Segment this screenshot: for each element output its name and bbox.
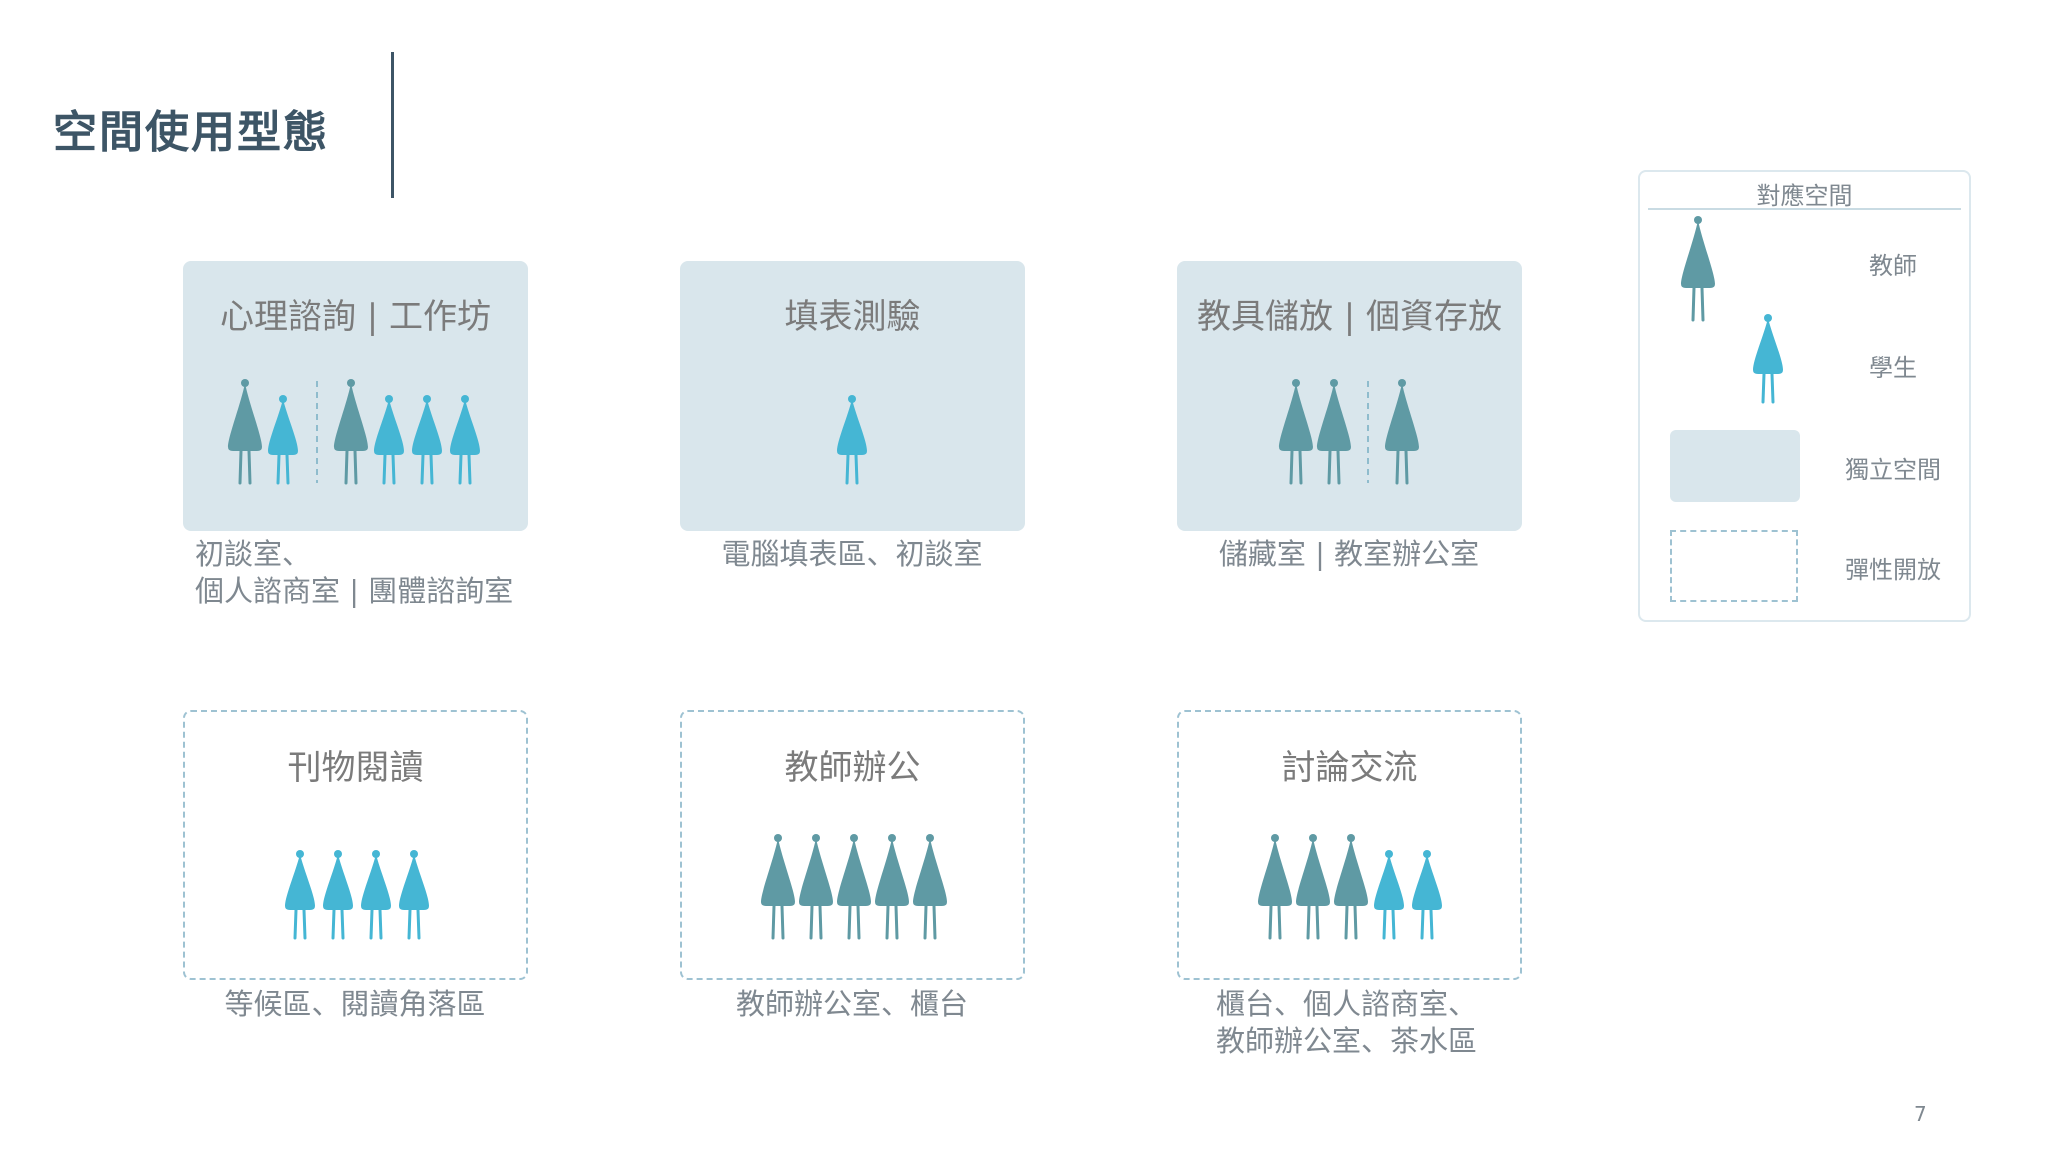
teacher-icon xyxy=(799,834,833,940)
student-icon xyxy=(374,395,404,485)
title-divider xyxy=(391,52,394,198)
student-icon xyxy=(1374,850,1404,940)
student-icon xyxy=(1412,850,1442,940)
student-icon xyxy=(450,395,480,485)
caption-line: 等候區、閱讀角落區 xyxy=(224,987,486,1021)
page-title: 空間使用型態 xyxy=(53,107,329,158)
card-test: 填表測驗 xyxy=(680,261,1025,531)
legend-solid-label: 獨立空間 xyxy=(1845,456,1941,484)
card-caption: 櫃台、個人諮商室、 教師辦公室、茶水區 xyxy=(1216,986,1477,1060)
card-storage: 教具儲放 | 個資存放 xyxy=(1177,261,1522,531)
card-caption: 等候區、閱讀角落區 xyxy=(145,986,565,1023)
legend-title: 對應空間 xyxy=(1756,182,1853,210)
card-office: 教師辦公 xyxy=(680,710,1025,980)
teacher-icon xyxy=(1334,834,1368,940)
legend-dashed-label: 彈性開放 xyxy=(1845,556,1941,584)
caption-line: 個人諮商室 | 團體諮詢室 xyxy=(195,574,514,608)
legend-teacher-label: 教師 xyxy=(1869,252,1917,280)
card-title: 教師辦公 xyxy=(784,748,921,788)
student-icon xyxy=(399,850,429,940)
figures-area xyxy=(761,834,947,940)
card-title: 心理諮詢 | 工作坊 xyxy=(219,297,492,337)
legend-student-label: 學生 xyxy=(1869,354,1917,382)
teacher-icon xyxy=(1385,379,1419,485)
student-icon xyxy=(1753,314,1783,404)
card-reading: 刊物閱讀 xyxy=(183,710,528,980)
card-title: 討論交流 xyxy=(1281,748,1418,788)
student-icon xyxy=(285,850,315,940)
legend-dashed-swatch xyxy=(1670,530,1798,602)
caption-line: 電腦填表區、初談室 xyxy=(721,537,983,571)
page-number: 7 xyxy=(1914,1102,1927,1126)
card-title: 教具儲放 | 個資存放 xyxy=(1196,297,1503,337)
teacher-icon xyxy=(837,834,871,940)
teacher-icon xyxy=(875,834,909,940)
card-caption: 儲藏室 | 教室辦公室 xyxy=(1139,536,1559,573)
teacher-icon xyxy=(1681,216,1715,322)
figures-area xyxy=(1279,379,1419,485)
card-caption: 初談室、 個人諮商室 | 團體諮詢室 xyxy=(195,536,513,610)
card-caption: 電腦填表區、初談室 xyxy=(642,536,1062,573)
legend-solid-swatch xyxy=(1670,430,1800,502)
teacher-icon xyxy=(228,379,262,485)
teacher-icon xyxy=(334,379,368,485)
card-counseling: 心理諮詢 | 工作坊 xyxy=(183,261,528,531)
card-title: 刊物閱讀 xyxy=(287,748,424,788)
legend: 對應空間 教師 學生 獨立空間 彈性開放 xyxy=(1638,170,1971,622)
caption-line: 教師辦公室、櫃台 xyxy=(735,987,968,1021)
card-title: 填表測驗 xyxy=(784,297,921,337)
caption-line: 初談室、 xyxy=(195,537,312,571)
figures-area xyxy=(285,850,429,940)
teacher-icon xyxy=(913,834,947,940)
caption-line: 櫃台、個人諮商室、 xyxy=(1216,987,1478,1021)
figures-area xyxy=(228,379,480,485)
legend-figures xyxy=(1681,216,1783,404)
student-icon xyxy=(323,850,353,940)
student-icon xyxy=(268,395,298,485)
card-caption: 教師辦公室、櫃台 xyxy=(642,986,1062,1023)
caption-line: 儲藏室 | 教室辦公室 xyxy=(1218,537,1480,571)
teacher-icon xyxy=(761,834,795,940)
figures-area xyxy=(1258,834,1442,940)
student-icon xyxy=(361,850,391,940)
student-icon xyxy=(837,395,867,485)
legend-divider xyxy=(1648,208,1961,210)
teacher-icon xyxy=(1279,379,1313,485)
student-icon xyxy=(412,395,442,485)
figures-area xyxy=(837,395,867,485)
card-discussion: 討論交流 xyxy=(1177,710,1522,980)
caption-line: 教師辦公室、茶水區 xyxy=(1216,1024,1478,1058)
teacher-icon xyxy=(1258,834,1292,940)
teacher-icon xyxy=(1317,379,1351,485)
teacher-icon xyxy=(1296,834,1330,940)
